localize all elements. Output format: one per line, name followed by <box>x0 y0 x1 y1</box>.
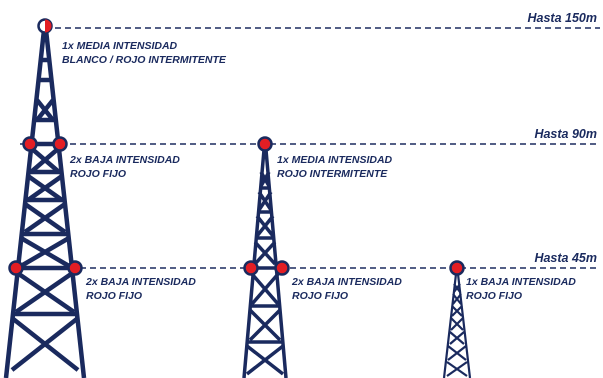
annotation-line2: BLANCO / ROJO INTERMITENTE <box>62 54 227 66</box>
tower-3-top-light <box>449 260 465 276</box>
tower-1 <box>3 29 87 378</box>
tower-1-mid-light-left <box>22 136 38 152</box>
annotation-tower-1-low: 2x BAJA INTENSIDAD ROJO FIJO <box>85 276 196 302</box>
annotation-line1: 2x BAJA INTENSIDAD <box>69 154 180 166</box>
level-label-90: Hasta 90m <box>534 127 597 141</box>
tower-1-low-light-left <box>8 260 24 276</box>
tower-2-low-light-right <box>274 260 290 276</box>
tower-2-top-light <box>257 136 273 152</box>
annotation-tower-1-mid: 2x BAJA INTENSIDAD ROJO FIJO <box>69 154 180 180</box>
annotation-line1: 1x MEDIA INTENSIDAD <box>277 154 393 166</box>
tower-1-mid-light-right <box>52 136 68 152</box>
annotation-line1: 1x BAJA INTENSIDAD <box>466 276 576 288</box>
annotation-line1: 2x BAJA INTENSIDAD <box>85 276 196 288</box>
annotation-line2: ROJO FIJO <box>70 168 126 180</box>
annotation-tower-3-top: 1x BAJA INTENSIDAD ROJO FIJO <box>466 276 576 302</box>
annotation-line2: ROJO FIJO <box>292 290 348 302</box>
tower-2-low-light-left <box>243 260 259 276</box>
annotation-line1: 2x BAJA INTENSIDAD <box>291 276 402 288</box>
level-label-45: Hasta 45m <box>534 251 597 265</box>
annotation-tower-2-top: 1x MEDIA INTENSIDAD ROJO INTERMITENTE <box>277 154 393 180</box>
annotation-tower-1-top: 1x MEDIA INTENSIDAD BLANCO / ROJO INTERM… <box>62 40 227 66</box>
annotation-line2: ROJO INTERMITENTE <box>277 168 388 180</box>
annotation-line1: 1x MEDIA INTENSIDAD <box>62 40 178 52</box>
level-label-150: Hasta 150m <box>528 11 598 25</box>
annotation-line2: ROJO FIJO <box>86 290 142 302</box>
tower-3 <box>442 273 472 378</box>
annotation-tower-2-low: 2x BAJA INTENSIDAD ROJO FIJO <box>291 276 402 302</box>
tower-1-low-light-right <box>67 260 83 276</box>
annotation-line2: ROJO FIJO <box>466 290 522 302</box>
tower-1-top-light-red-half <box>45 19 52 33</box>
